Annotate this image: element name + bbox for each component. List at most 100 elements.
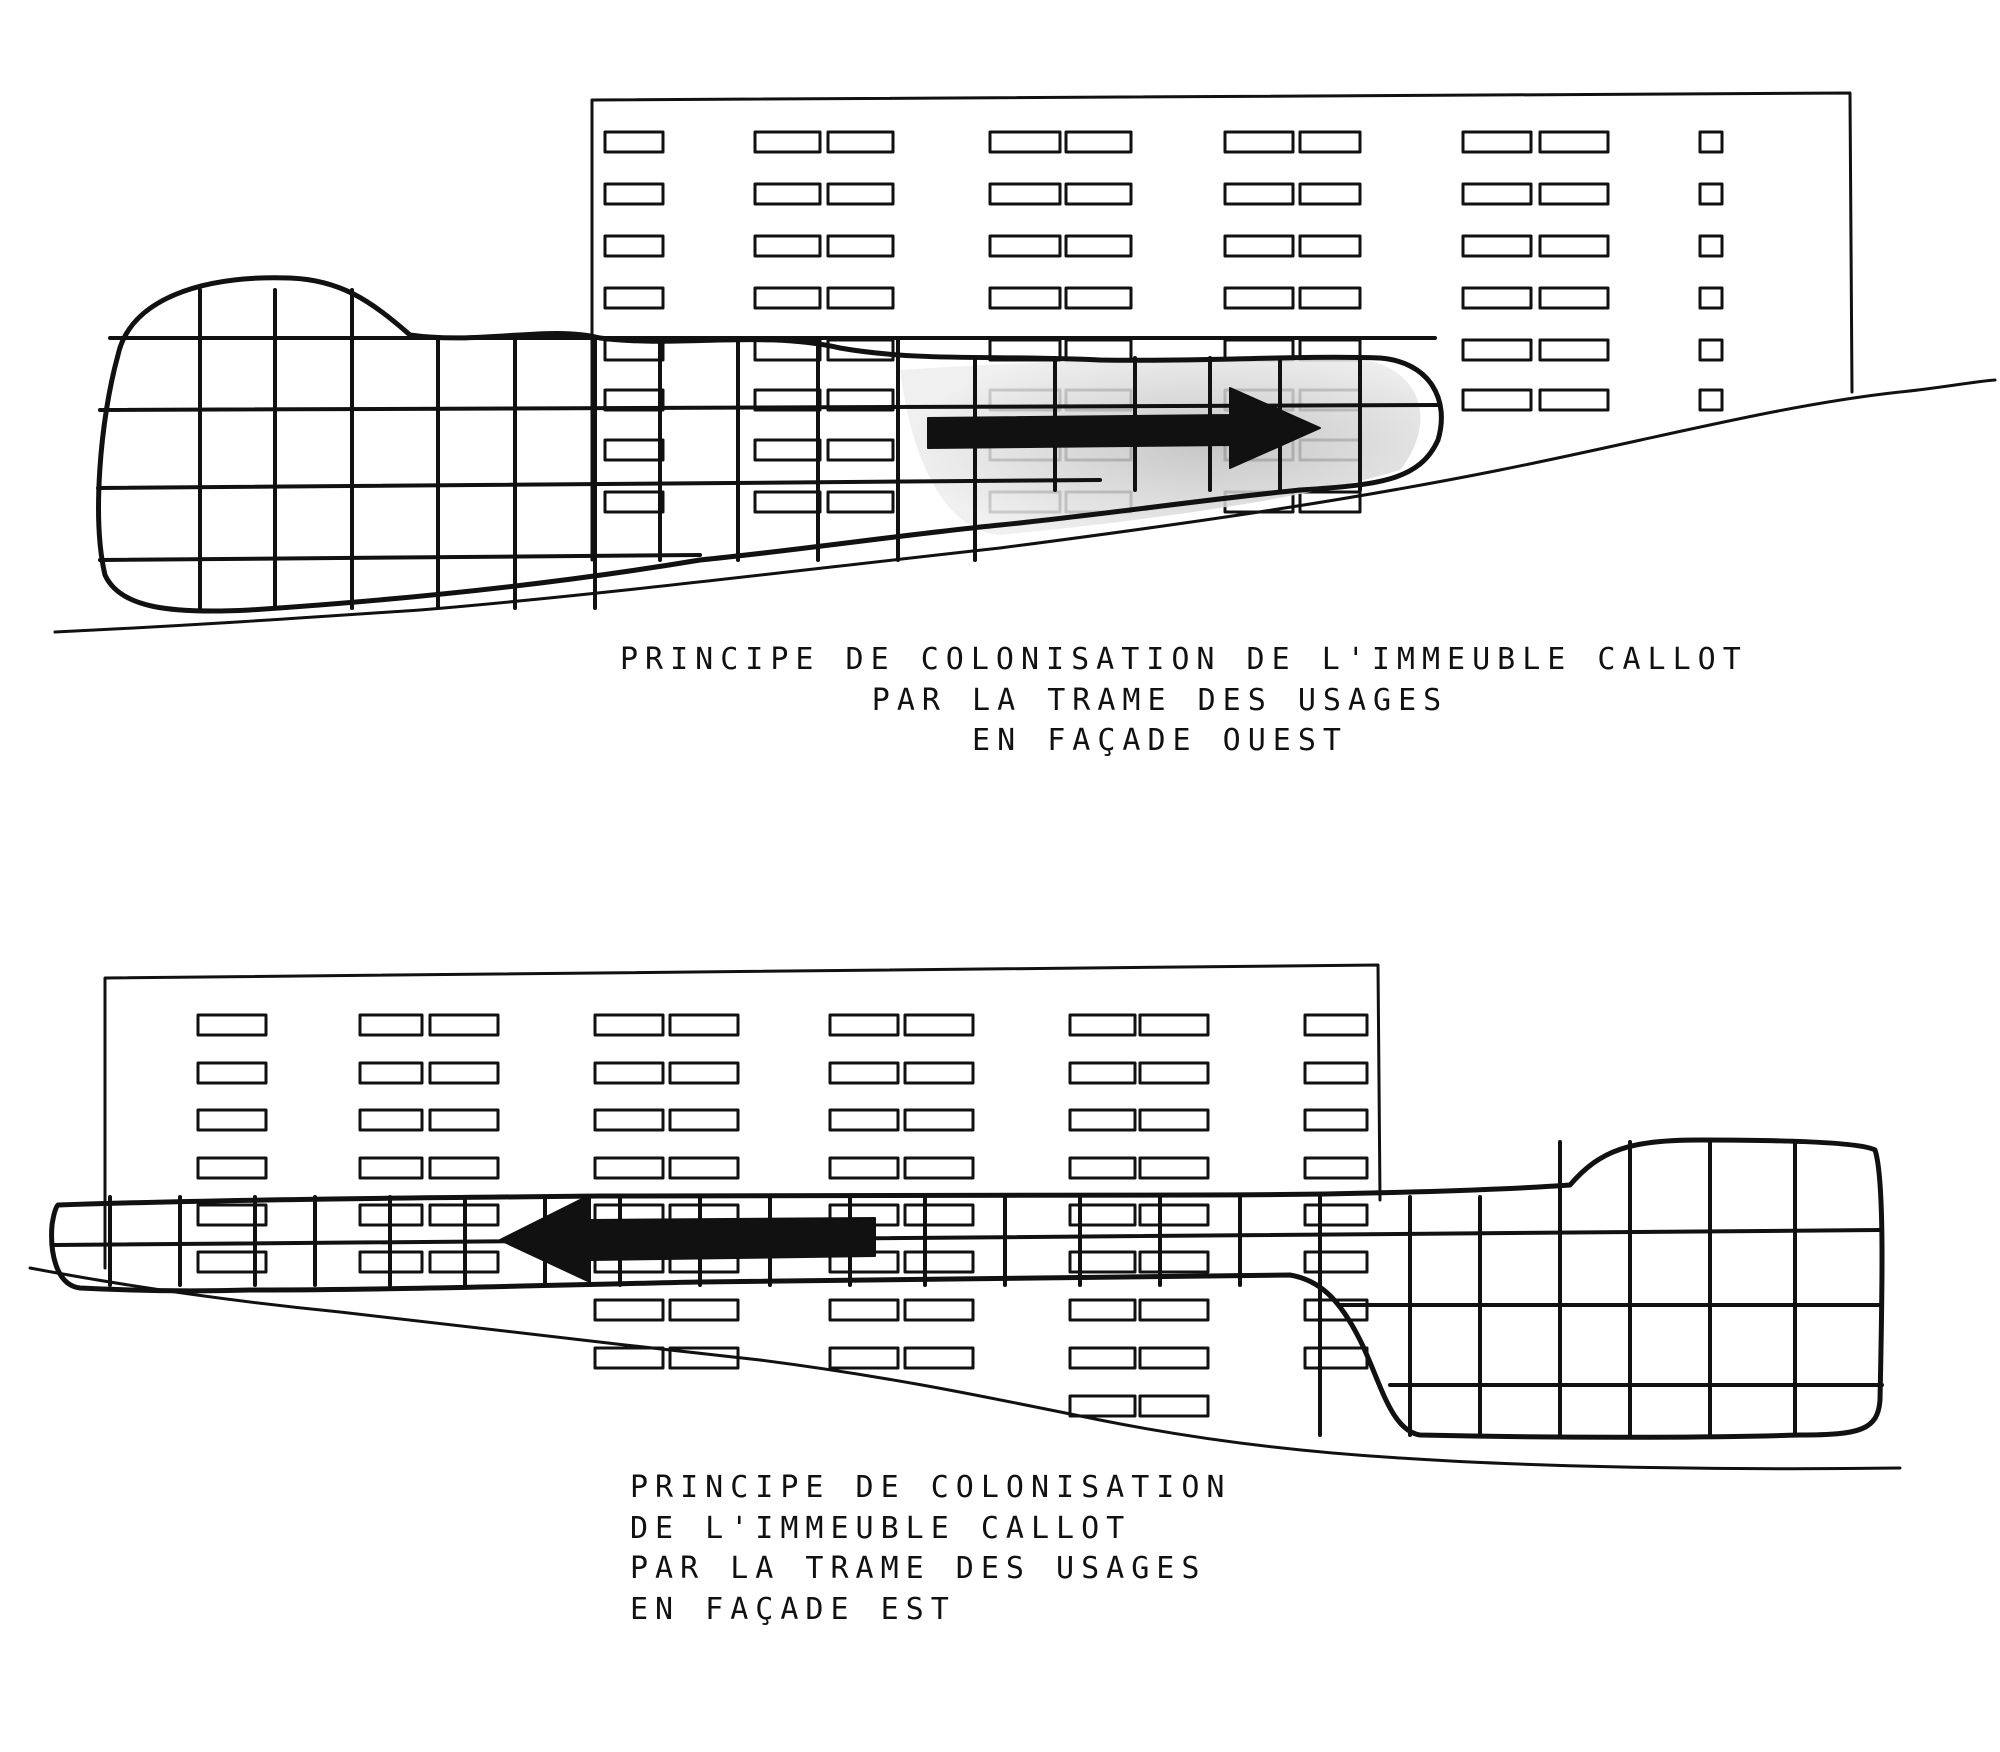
window [603, 438, 665, 462]
grid-line-horizontal [98, 403, 1442, 412]
window [988, 234, 1062, 258]
window [593, 1108, 665, 1132]
window [903, 1203, 975, 1227]
window [1138, 1061, 1210, 1085]
window [1298, 234, 1362, 258]
east-facade-elevation [28, 963, 1902, 1471]
window [753, 490, 822, 514]
west-facade-elevation [53, 91, 1997, 634]
window [988, 130, 1062, 154]
window [1068, 1108, 1137, 1132]
window [1138, 1298, 1210, 1322]
window [1068, 1203, 1137, 1227]
west-usage-grid-lines [96, 288, 1442, 610]
window [1298, 130, 1362, 154]
window [358, 1061, 424, 1085]
window [603, 286, 665, 310]
window [753, 182, 822, 206]
window [593, 1156, 665, 1180]
window [428, 1156, 500, 1180]
window [826, 286, 895, 310]
window [593, 1013, 665, 1037]
window [1461, 388, 1533, 412]
window [1698, 234, 1724, 258]
caption-west-line-2: PAR LA TRAME DES USAGES [871, 682, 1449, 718]
window [1223, 234, 1295, 258]
window [428, 1108, 500, 1132]
west-ground-line [53, 378, 1997, 634]
window [668, 1346, 740, 1370]
window [826, 490, 895, 514]
window [593, 1346, 665, 1370]
window [1303, 1061, 1369, 1085]
window [826, 182, 895, 206]
window [1538, 338, 1610, 362]
window [903, 1013, 975, 1037]
arrow-left-icon [499, 1194, 876, 1283]
window [903, 1061, 975, 1085]
window [1461, 286, 1533, 310]
caption-east-line-2: DE L'IMMEUBLE CALLOT [630, 1510, 1132, 1546]
grid-line-horizontal [98, 553, 702, 562]
window [1461, 182, 1533, 206]
window [1223, 286, 1295, 310]
window [826, 438, 895, 462]
window [358, 1156, 424, 1180]
window [668, 1013, 740, 1037]
window [1698, 388, 1724, 412]
caption-east-line-3: PAR LA TRAME DES USAGES [630, 1551, 1207, 1586]
window [1698, 130, 1724, 154]
grid-line-horizontal [96, 478, 1102, 490]
window [1303, 1156, 1369, 1180]
window [1068, 1156, 1137, 1180]
east-building-outline [103, 963, 1382, 1270]
window [828, 1298, 900, 1322]
window [988, 286, 1062, 310]
window [753, 234, 822, 258]
window [753, 286, 822, 310]
caption-east-line-4: EN FAÇADE EST [630, 1591, 956, 1627]
window [828, 1156, 900, 1180]
window [903, 1298, 975, 1322]
window [593, 1298, 665, 1322]
window [1538, 182, 1610, 206]
window [1461, 130, 1533, 154]
window [1068, 1298, 1137, 1322]
window [903, 1156, 975, 1180]
window [1303, 1346, 1369, 1370]
window [603, 182, 665, 206]
window [1064, 286, 1133, 310]
window [903, 1250, 975, 1274]
east-usage-grid-outline [49, 1137, 1885, 1440]
window [1068, 1394, 1137, 1418]
caption-west-line-1: PRINCIPE DE COLONISATION DE L'IMMEUBLE C… [620, 642, 1748, 677]
window [753, 130, 822, 154]
window [826, 130, 895, 154]
arrow-right-icon [927, 387, 1321, 469]
window [1223, 130, 1295, 154]
east-ground-line [28, 1266, 1902, 1471]
window [1303, 1203, 1369, 1227]
window [1461, 234, 1533, 258]
window [1538, 286, 1610, 310]
caption-west-line-3: EN FAÇADE OUEST [972, 723, 1348, 758]
window [1138, 1156, 1210, 1180]
window [1538, 234, 1610, 258]
window [196, 1061, 268, 1085]
window [1303, 1013, 1369, 1037]
window [1064, 234, 1133, 258]
window [196, 1108, 268, 1132]
window [1298, 490, 1362, 514]
window [196, 1203, 268, 1227]
window [1298, 182, 1362, 206]
window [603, 130, 665, 154]
window [826, 234, 895, 258]
window [828, 1108, 900, 1132]
window [1698, 338, 1724, 362]
east-usage-grid-lines [53, 1140, 1884, 1437]
caption-east-facade: PRINCIPE DE COLONISATION DE L'IMMEUBLE C… [630, 1468, 1231, 1630]
window [668, 1061, 740, 1085]
window [196, 1250, 268, 1274]
window [828, 1013, 900, 1037]
window [1138, 1346, 1210, 1370]
